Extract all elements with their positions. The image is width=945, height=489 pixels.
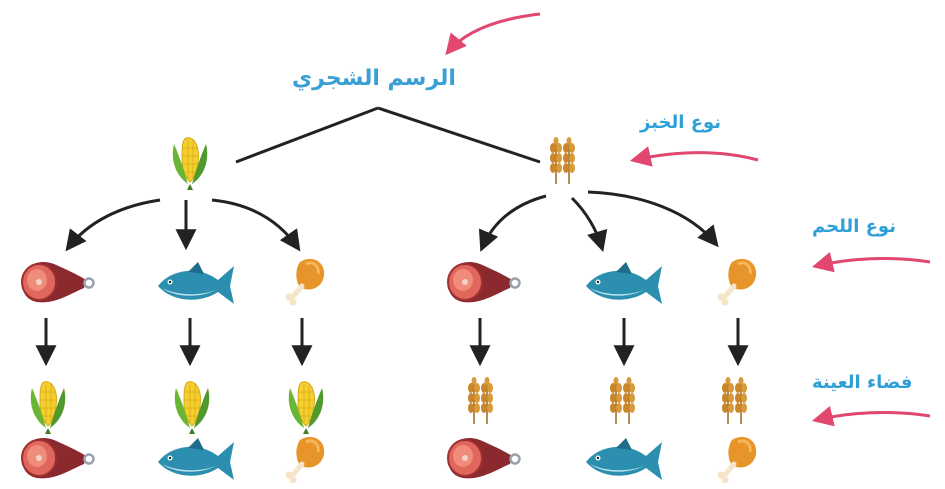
chicken-icon (286, 437, 325, 484)
corn-icon (288, 381, 324, 435)
corn-icon (174, 381, 210, 435)
pointer-arrow-sample-space (811, 405, 931, 427)
chicken-icon (286, 259, 325, 306)
branch-corn-ham (65, 198, 161, 252)
branch-wheat-ham (478, 194, 547, 252)
branch-root-corn (235, 106, 379, 164)
ham-icon (446, 436, 521, 480)
ham-icon (20, 260, 95, 304)
branch-wheat-chicken (587, 190, 719, 248)
wheat-icon (549, 136, 576, 185)
fish-icon (586, 262, 662, 304)
fish-icon (158, 262, 234, 304)
branch-corn-chicken (211, 198, 301, 252)
chicken-icon (718, 437, 757, 484)
wheat-icon (467, 376, 494, 425)
sample-space-label: فضاء العينة (812, 372, 913, 393)
wheat-icon (609, 376, 636, 425)
fish-icon (158, 438, 234, 480)
pointer-arrow-meat (811, 251, 931, 273)
chicken-icon (718, 259, 757, 306)
fish-icon (586, 438, 662, 480)
pointer-arrow-bread (629, 146, 759, 167)
pointer-arrow-title (445, 12, 541, 56)
branch-wheat-fish (570, 196, 608, 253)
ham-icon (446, 260, 521, 304)
bread-type-label: نوع الخبز (640, 112, 722, 133)
corn-icon (30, 381, 66, 435)
tree-diagram-label: الرسم الشجري (292, 66, 456, 91)
branch-root-wheat (377, 106, 541, 164)
wheat-icon (721, 376, 748, 425)
corn-icon (172, 137, 208, 191)
meat-type-label: نوع اللحم (812, 216, 896, 237)
ham-icon (20, 436, 95, 480)
